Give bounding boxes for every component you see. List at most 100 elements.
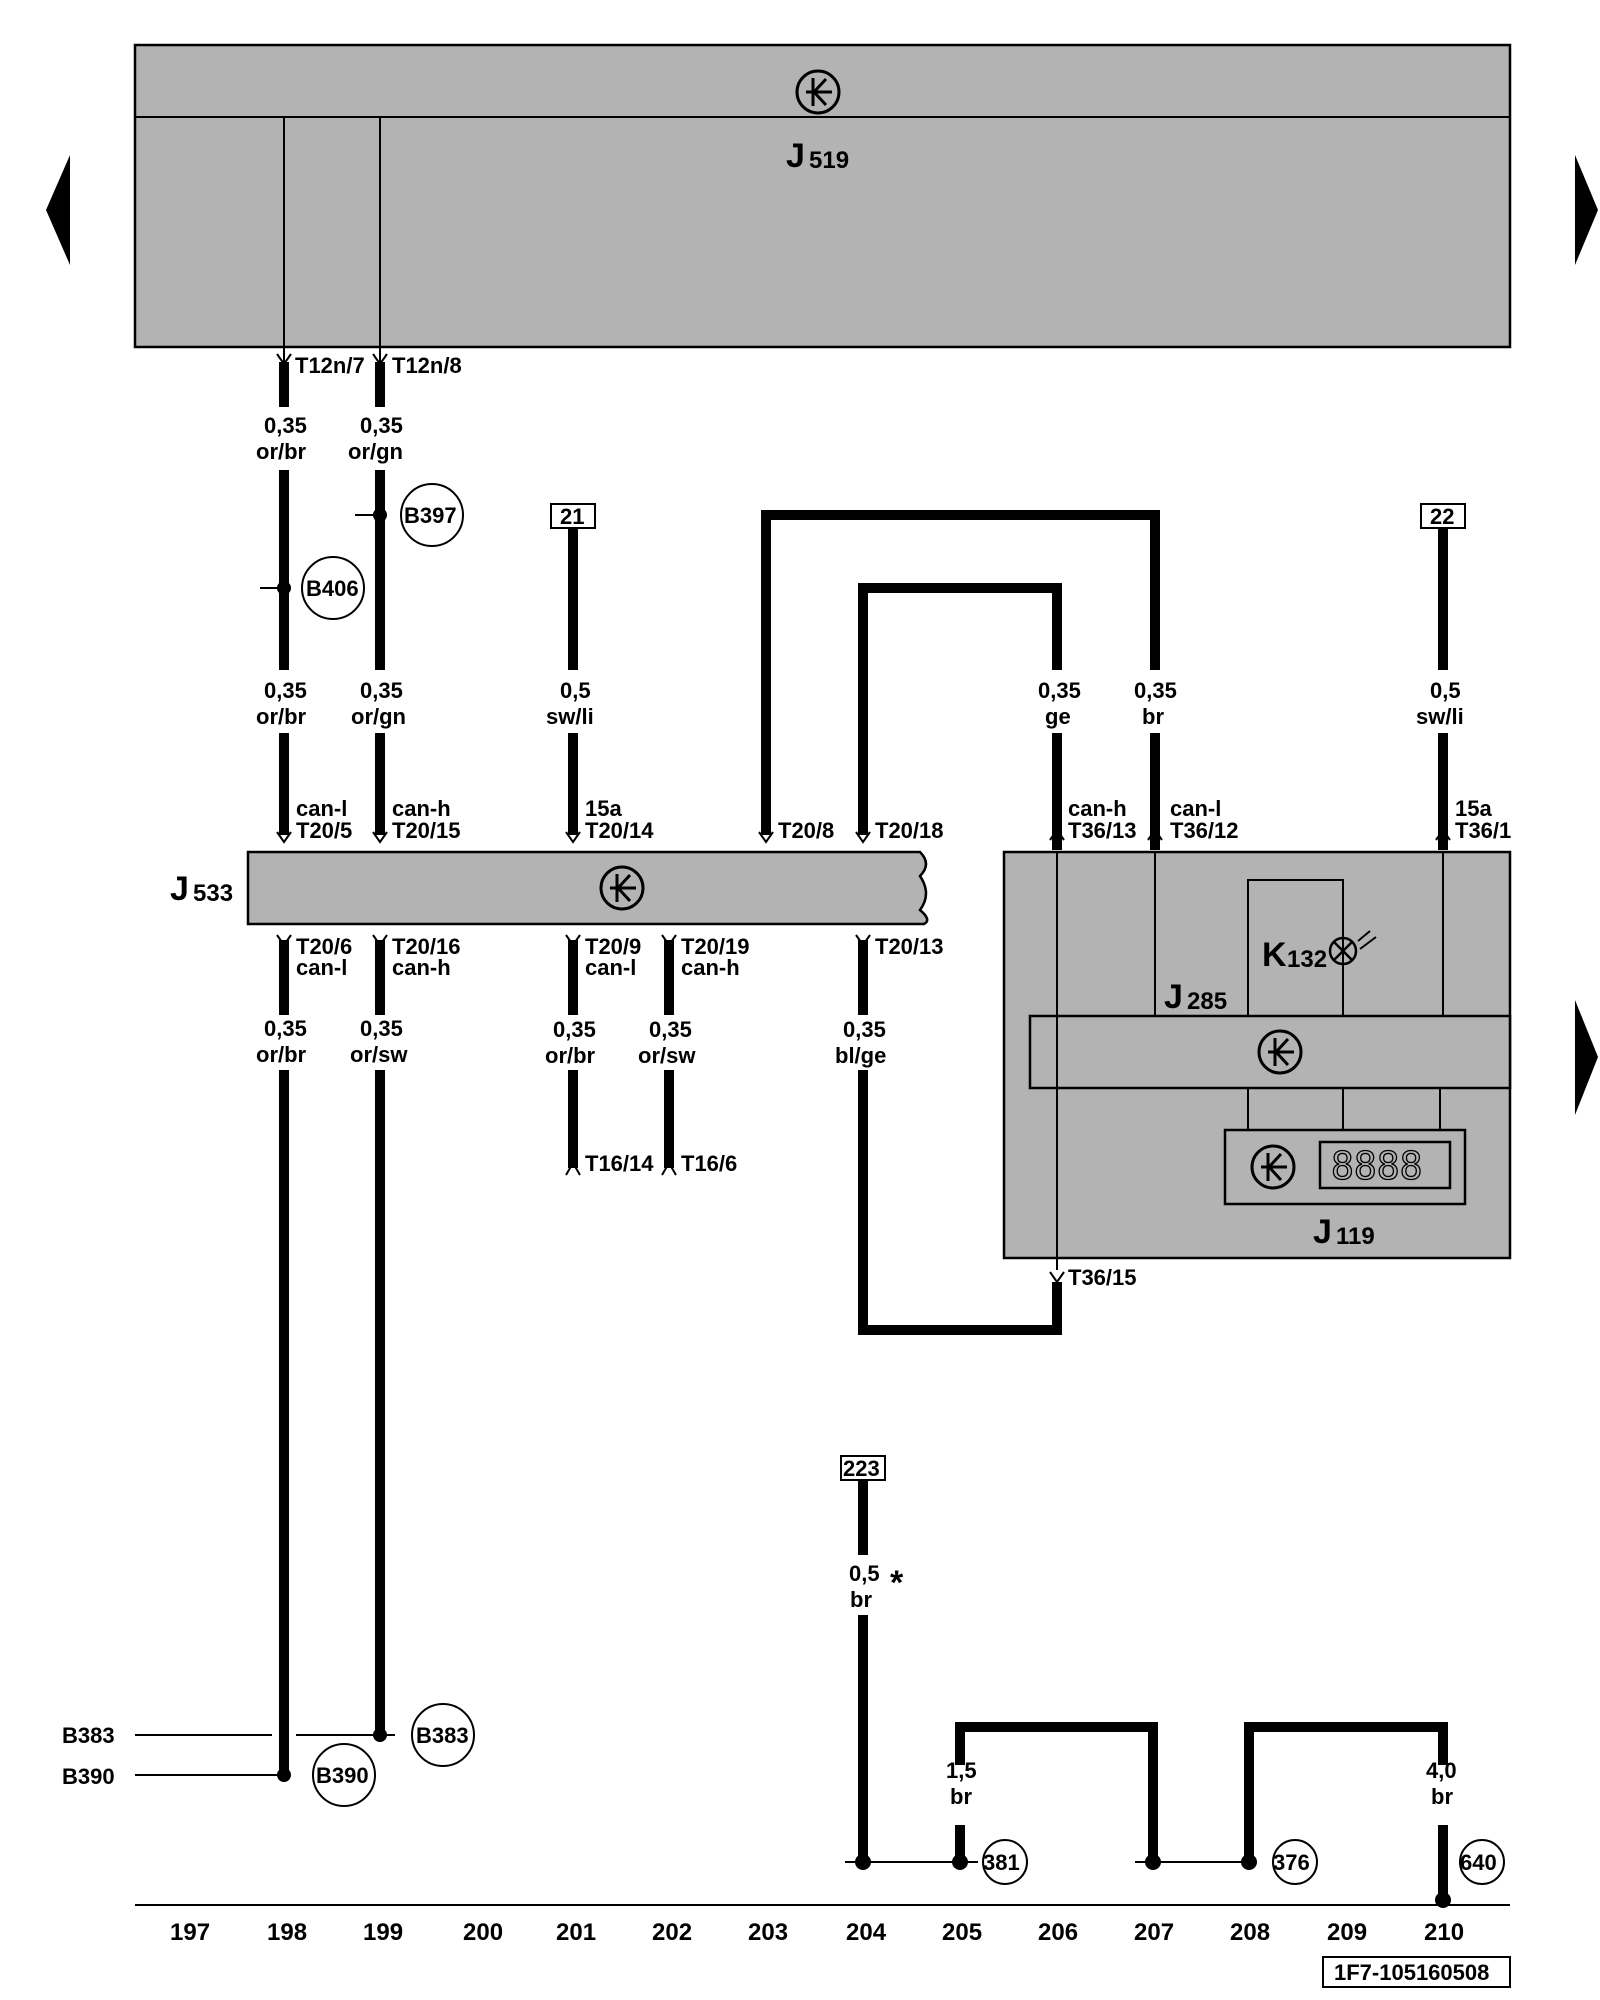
ground-point-640-circle [1459, 1839, 1505, 1885]
wire-size: 0,35 [1134, 678, 1177, 703]
side-label-b390: B390 [62, 1764, 115, 1789]
track-numbers: 197 198 199 200 201 202 203 204 205 206 … [170, 1919, 1464, 1946]
reference-21: 21 [560, 504, 584, 529]
pin-t20-8: T20/8 [778, 818, 834, 843]
signal-can-h: can-h [1068, 796, 1127, 821]
j519-label: J [786, 137, 805, 175]
pin-t36-13: T36/13 [1068, 818, 1137, 843]
wire-color: or/gn [348, 439, 403, 464]
pin-t20-6: T20/6 [296, 934, 352, 959]
control-unit-icon [599, 865, 645, 911]
connection-b397-circle [400, 483, 464, 547]
j285-label: J [1164, 978, 1183, 1016]
track-number: 200 [463, 1919, 503, 1946]
j533-label: J [170, 870, 189, 908]
wire-color: or/gn [351, 704, 406, 729]
wire-color: br [850, 1587, 872, 1612]
ground-point-376: 376 [1273, 1850, 1310, 1875]
digital-display: 8888 [1331, 1144, 1423, 1188]
wire-size: 0,35 [360, 678, 403, 703]
control-unit-icon [1257, 1029, 1303, 1075]
signal-15a: 15a [1455, 796, 1492, 821]
signal-15a: 15a [585, 796, 622, 821]
pin-t16-14: T16/14 [585, 1151, 654, 1176]
track-number: 197 [170, 1919, 210, 1946]
pin-t20-5: T20/5 [296, 818, 352, 843]
reference-22: 22 [1430, 504, 1454, 529]
warning-lamp-icon [1328, 930, 1377, 966]
track-number: 207 [1134, 1919, 1174, 1946]
wire-size: 0,5 [560, 678, 591, 703]
wire-size: 0,35 [843, 1017, 886, 1042]
pin-t36-15: T36/15 [1068, 1265, 1137, 1290]
pin-t20-19: T20/19 [681, 934, 750, 959]
signal-can-l: can-l [585, 955, 636, 980]
wire-size: 0,35 [264, 413, 307, 438]
wire-color: or/br [545, 1043, 596, 1068]
ground-point-376-circle [1272, 1839, 1318, 1885]
reference-223-box [840, 1455, 886, 1481]
previous-page-arrow[interactable] [46, 155, 70, 265]
ground-point-640: 640 [1460, 1850, 1497, 1875]
pin-t36-1: T36/1 [1455, 818, 1511, 843]
signal-can-h: can-h [392, 796, 451, 821]
connection-b406-circle [301, 556, 365, 620]
connection-b390-circle [312, 1743, 376, 1807]
pin-t20-15: T20/15 [392, 818, 461, 843]
j285-sub: 285 [1187, 988, 1227, 1015]
wire-color: br [1142, 704, 1164, 729]
wire-size: 0,35 [360, 413, 403, 438]
wire-size: 0,35 [553, 1017, 596, 1042]
document-id: 1F7-105160508 [1334, 1960, 1489, 1985]
control-unit-icon [795, 69, 841, 115]
signal-can-h: can-h [681, 955, 740, 980]
wire-size: 0,35 [649, 1017, 692, 1042]
connection-b383: B383 [416, 1723, 469, 1748]
splice-dot [277, 581, 291, 595]
wire-size: 0,35 [264, 678, 307, 703]
track-number: 209 [1327, 1919, 1367, 1946]
wire-color: ge [1045, 704, 1071, 729]
wire-size: 1,5 [946, 1758, 977, 1783]
wire-size: 0,35 [1038, 678, 1081, 703]
j533-sub: 533 [193, 880, 233, 907]
reference-223: 223 [843, 1456, 880, 1481]
ground-point-381-circle [982, 1839, 1028, 1885]
wire-color: br [950, 1784, 972, 1809]
track-number: 201 [556, 1919, 596, 1946]
wire-size: 0,35 [264, 1016, 307, 1041]
connection-b390: B390 [316, 1763, 369, 1788]
connection-b383-circle [411, 1703, 475, 1767]
signal-can-h: can-h [392, 955, 451, 980]
track-number: 208 [1230, 1919, 1270, 1946]
pin-t12n8: T12n/8 [392, 353, 462, 378]
wire-color: or/sw [638, 1043, 696, 1068]
track-number: 198 [267, 1919, 307, 1946]
j519-control-unit: J 519 [133, 43, 1512, 349]
track-number: 203 [748, 1919, 788, 1946]
wire-color: bl/ge [835, 1043, 886, 1068]
ground-point-381: 381 [983, 1850, 1020, 1875]
j119-sub: 119 [1336, 1223, 1375, 1250]
pin-t20-13: T20/13 [875, 934, 944, 959]
pin-t12n7: T12n/7 [295, 353, 365, 378]
next-section-arrow[interactable] [1575, 1000, 1598, 1115]
side-label-b383: B383 [62, 1723, 115, 1748]
wire-note-asterisk: * [890, 1564, 904, 1602]
k132-sub: 132 [1287, 946, 1327, 973]
next-page-arrow[interactable] [1575, 155, 1598, 265]
wire-color: or/br [256, 1042, 307, 1067]
connection-b406: B406 [306, 576, 359, 601]
control-unit-icon [1250, 1144, 1296, 1190]
signal-can-l: can-l [296, 796, 347, 821]
document-id-box [1322, 1956, 1511, 1988]
splice-dot [373, 508, 387, 522]
signal-can-l: can-l [1170, 796, 1221, 821]
pin-t20-14: T20/14 [585, 818, 654, 843]
connection-b397: B397 [404, 503, 457, 528]
track-number: 206 [1038, 1919, 1078, 1946]
track-number: 205 [942, 1919, 982, 1946]
wire-color: or/sw [350, 1042, 408, 1067]
j533-gateway [246, 850, 929, 926]
